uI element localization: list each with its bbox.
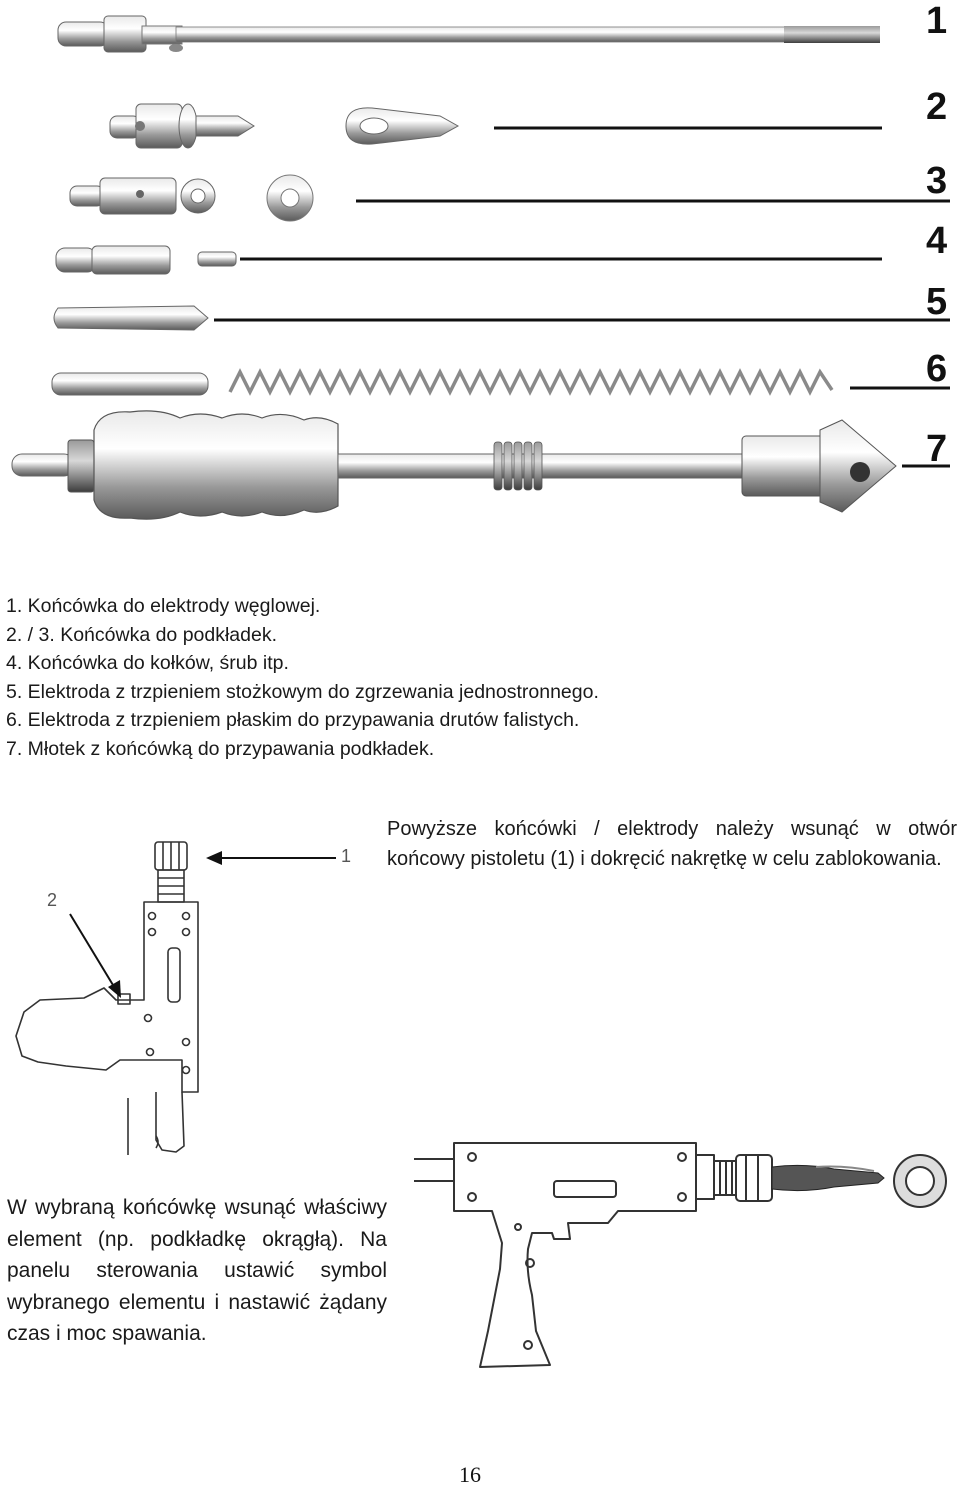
gun-label-2: 2 (47, 890, 58, 910)
callout-number-7: 7 (926, 428, 948, 470)
legend-item: 4. Końcówka do kołków, śrub itp. (6, 652, 289, 674)
callout-number-4: 4 (926, 220, 948, 262)
legend-item: 1. Końcówka do elektrody węglowej. (6, 595, 321, 617)
accessories-figure (11, 15, 950, 520)
gun-label-1: 1 (341, 846, 352, 866)
legend-item: 6. Elektroda z trzpieniem płaskim do prz… (6, 709, 580, 731)
legend-item: 2. / 3. Końcówka do podkładek. (6, 623, 278, 646)
page-number: 16 (459, 1462, 481, 1487)
callout-number-5: 5 (926, 281, 948, 323)
part-6-flat-electrode (51, 368, 834, 396)
gun-side-diagram (15, 841, 336, 1155)
parts-legend: 1. Końcówka do elektrody węglowej. 2. / … (6, 592, 599, 763)
part-5-conical-electrode (53, 305, 209, 331)
gun-with-washer-diagram (414, 1142, 947, 1368)
part-2-washer-tip (109, 103, 460, 149)
callout-number-6: 6 (926, 348, 948, 390)
callout-number-2: 2 (926, 86, 948, 128)
instruction-insert-tips: Powyższe końcówki / elektrody należy wsu… (387, 818, 957, 870)
callout-leader-lines (214, 126, 950, 468)
legend-item: 7. Młotek z końcówką do przypawania podk… (6, 737, 435, 760)
part-7-slide-hammer (11, 410, 897, 520)
part-4-stud-tip (55, 245, 237, 275)
instruction-insert-element: W wybraną końcówkę wsunąć właściwy eleme… (7, 1196, 387, 1345)
legend-item: 5. Elektroda z trzpieniem stożkowym do z… (6, 680, 599, 703)
part-1-carbon-electrode-tip (57, 15, 880, 53)
callout-number-1: 1 (926, 0, 948, 42)
callout-number-3: 3 (926, 160, 948, 202)
part-3-round-washer-tip (69, 174, 314, 222)
